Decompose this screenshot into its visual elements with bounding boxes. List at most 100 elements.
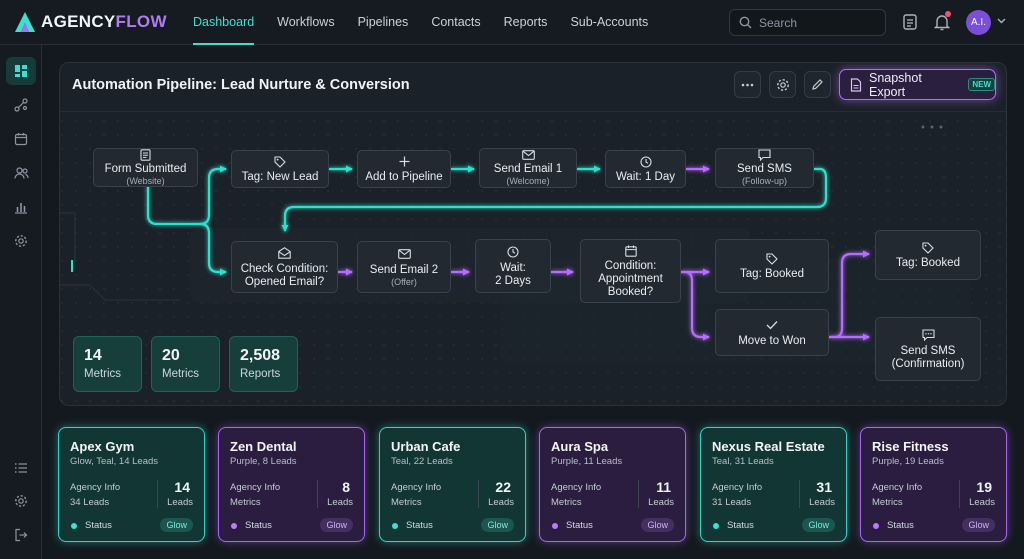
sidebar-reports[interactable] — [6, 193, 36, 221]
gear-icon — [776, 78, 789, 91]
node-check-condition[interactable]: Check Condition: Opened Email? — [231, 241, 338, 293]
status-label: Status — [727, 520, 754, 531]
node-send-sms-confirmation[interactable]: Send SMS (Confirmation) — [875, 317, 981, 381]
header-divider — [60, 111, 1006, 112]
sidebar-contacts[interactable] — [6, 159, 36, 187]
metric-card[interactable]: 2,508 Reports — [229, 336, 298, 392]
node-label-line1: Condition: — [604, 260, 657, 272]
brand-logo[interactable]: AGENCYFLOW — [14, 10, 167, 34]
search-input[interactable] — [759, 15, 879, 30]
nav-dashboard[interactable]: Dashboard — [193, 0, 255, 45]
sidebar-list[interactable] — [6, 454, 36, 482]
divider — [478, 480, 479, 508]
users-icon — [13, 167, 29, 179]
settings-button[interactable] — [769, 71, 796, 98]
chat-dots-icon — [921, 328, 935, 343]
node-tag-booked-final[interactable]: Tag: Booked — [875, 230, 981, 280]
node-send-sms[interactable]: Send SMS (Follow-up) — [715, 148, 814, 188]
status-badge: Glow — [481, 518, 514, 532]
avatar[interactable]: A.I. — [966, 10, 991, 35]
snapshot-export-button[interactable]: Snapshot Export NEW — [839, 69, 996, 100]
lead-count: 31 — [816, 479, 832, 495]
nav-contacts[interactable]: Contacts — [431, 15, 481, 29]
nav-workflows[interactable]: Workflows — [277, 15, 335, 29]
node-condition-appointment[interactable]: Condition: Appointment Booked? — [580, 239, 681, 303]
logout-icon — [15, 528, 28, 542]
account-description: Purple, 8 Leads — [230, 456, 297, 467]
status-dot — [873, 523, 879, 529]
account-card-rise-fitness[interactable]: Rise Fitness Purple, 19 Leads Agency Inf… — [860, 427, 1007, 542]
gear-icon — [15, 235, 27, 247]
node-label: Tag: New Lead — [241, 171, 319, 183]
metric-label: Reports — [240, 368, 281, 380]
node-tag-new-lead[interactable]: Tag: New Lead — [231, 150, 329, 188]
snapshot-export-label: Snapshot Export — [868, 70, 922, 99]
node-move-to-won[interactable]: Move to Won — [715, 309, 829, 356]
clipboard-icon[interactable] — [902, 13, 918, 31]
node-wait-1-day[interactable]: Wait: 1 Day — [605, 150, 686, 188]
ellipsis-icon — [741, 83, 754, 86]
node-send-email-2[interactable]: Send Email 2 (Offer) — [357, 241, 451, 293]
account-card-apex-gym[interactable]: Apex Gym Glow, Teal, 14 Leads Agency Inf… — [58, 427, 205, 542]
account-info-label: Agency Info — [712, 482, 763, 493]
status-label: Status — [406, 520, 433, 531]
nav-sub-accounts[interactable]: Sub-Accounts — [570, 15, 649, 29]
lead-count: 22 — [495, 479, 511, 495]
sidebar-calendar[interactable] — [6, 125, 36, 153]
nav-reports[interactable]: Reports — [503, 15, 548, 29]
account-card-nexus-real-estate[interactable]: Nexus Real Estate Teal, 31 Leads Agency … — [700, 427, 847, 542]
sidebar-settings[interactable] — [6, 227, 36, 255]
metric-card[interactable]: 14 Metrics — [73, 336, 142, 392]
sidebar-workflows[interactable] — [6, 91, 36, 119]
metric-label: Metrics — [162, 368, 200, 380]
divider — [157, 480, 158, 508]
status-badge: Glow — [320, 518, 353, 532]
node-add-to-pipeline[interactable]: Add to Pipeline — [357, 150, 451, 188]
status-dot — [71, 523, 77, 529]
lead-count: 8 — [342, 479, 350, 495]
chevron-down-icon[interactable] — [997, 18, 1006, 24]
more-options-button[interactable] — [734, 71, 761, 98]
mail-icon — [521, 149, 535, 161]
lead-count: 19 — [976, 479, 992, 495]
node-label-line1: Send SMS — [900, 344, 956, 357]
node-label-line2: Appointment — [598, 273, 663, 285]
node-label-line3: Booked? — [607, 286, 654, 298]
lead-count: 14 — [174, 479, 190, 495]
node-label: Send Email 1 — [493, 163, 563, 175]
check-icon — [766, 318, 778, 333]
node-form-submitted[interactable]: Form Submitted (Website) — [93, 148, 198, 187]
sidebar-preferences[interactable] — [6, 487, 36, 515]
calendar-icon — [624, 243, 637, 258]
node-sublabel: (Offer) — [391, 276, 417, 287]
lead-count-label: Leads — [969, 497, 995, 508]
account-info-value: 31 Leads — [712, 497, 752, 508]
status-badge: Glow — [160, 518, 193, 532]
search-box[interactable] — [729, 9, 886, 36]
node-label: Send SMS — [737, 163, 792, 175]
account-name: Zen Dental — [230, 439, 297, 454]
bell-icon[interactable] — [934, 13, 950, 31]
node-label: Move to Won — [738, 334, 806, 347]
account-description: Teal, 31 Leads — [712, 456, 774, 467]
node-wait-2-days[interactable]: Wait: 2 Days — [475, 239, 551, 293]
clock-icon — [639, 154, 652, 169]
node-tag-booked[interactable]: Tag: Booked — [715, 239, 829, 293]
document-icon — [850, 77, 862, 92]
divider — [638, 480, 639, 508]
nav-pipelines[interactable]: Pipelines — [357, 15, 409, 29]
status-badge: Glow — [962, 518, 995, 532]
status-label: Status — [85, 520, 112, 531]
node-send-email-1[interactable]: Send Email 1 (Welcome) — [479, 148, 577, 188]
sidebar-dashboard[interactable] — [6, 57, 36, 85]
account-info-label: Agency Info — [551, 482, 602, 493]
chat-icon — [758, 149, 771, 161]
node-label: Tag: Booked — [740, 268, 804, 280]
sidebar-logout[interactable] — [6, 521, 36, 549]
metric-card[interactable]: 20 Metrics — [151, 336, 220, 392]
edit-button[interactable] — [804, 71, 831, 98]
